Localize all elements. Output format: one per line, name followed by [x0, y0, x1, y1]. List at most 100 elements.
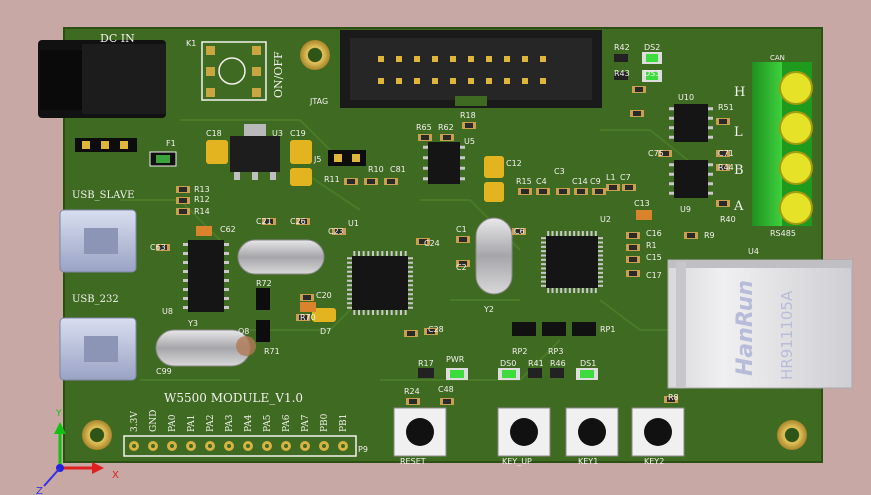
c28-label: C28 — [428, 325, 444, 334]
jtag-pin — [450, 56, 456, 62]
ceramic-cap — [636, 210, 652, 220]
ds1-label: DS1 — [580, 359, 596, 368]
c81-label: C81 — [390, 165, 406, 174]
r41-label: R41 — [528, 359, 544, 368]
jtag-pin — [486, 78, 492, 84]
usb-232-label: USB_232 — [72, 294, 119, 305]
c71-label: C71 — [718, 149, 734, 158]
c75-label: C75 — [648, 149, 664, 158]
header-pin-label: 3.3V — [130, 411, 140, 432]
dc-jack — [38, 40, 166, 118]
c12-label: C12 — [506, 159, 522, 168]
on-off-label: ON/OFF — [272, 51, 285, 98]
rs485-label: RS485 — [770, 229, 796, 238]
jtag-pin — [378, 56, 384, 62]
button-key1[interactable] — [565, 407, 619, 457]
regulator-u3 — [230, 124, 280, 180]
board-name-label: W5500 MODULE_V1.0 — [164, 391, 303, 405]
jtag-pin — [396, 78, 402, 84]
ceramic-cap — [300, 302, 316, 312]
usb-slave-label: USB_SLAVE — [72, 190, 134, 201]
button-reset[interactable] — [393, 407, 447, 457]
c20-label: C20 — [316, 291, 332, 300]
fiducial — [236, 336, 256, 356]
f1-label: F1 — [166, 139, 176, 148]
ds2-label: DS2 — [644, 43, 660, 52]
c1-label: C1 — [456, 225, 467, 234]
dc-in-label: DC IN — [100, 32, 135, 45]
l-label: L — [734, 125, 743, 140]
power-switch — [201, 41, 267, 101]
u9-label: U9 — [680, 205, 691, 214]
q8-label: Q8 — [238, 327, 249, 336]
jtag-pin — [486, 56, 492, 62]
c7-label: C7 — [620, 173, 631, 182]
jtag-pin — [450, 78, 456, 84]
rp2-label: RP2 — [512, 347, 527, 356]
transistors — [256, 288, 270, 342]
c17-label: C17 — [646, 271, 662, 280]
jtag-pin — [468, 56, 474, 62]
ds3-label: DS3 — [644, 69, 660, 78]
y3-label: Y3 — [187, 319, 198, 328]
jtag-pin — [504, 78, 510, 84]
rp3-label: RP3 — [548, 347, 563, 356]
r1-label: R1 — [646, 241, 657, 250]
r24-label: R24 — [404, 387, 420, 396]
header-pin-label: PA0 — [168, 414, 178, 432]
jtag-pin — [414, 78, 420, 84]
r10-label: R10 — [368, 165, 384, 174]
jtag-label: JTAG — [309, 97, 328, 106]
r11-label: R11 — [324, 175, 340, 184]
header-pin-label: PB1 — [339, 414, 349, 432]
jtag-pin — [432, 56, 438, 62]
u4-label: U4 — [748, 247, 759, 256]
c16-label: C16 — [646, 229, 662, 238]
jtag-pin — [540, 56, 546, 62]
h-label: H — [734, 85, 745, 100]
can-label: CAN — [770, 54, 785, 62]
r8-label: R8 — [668, 393, 679, 402]
button-key1-label: KEY1 — [578, 457, 598, 466]
u2-label: U2 — [600, 215, 611, 224]
u3-label: U3 — [272, 129, 283, 138]
b-label: B — [734, 163, 744, 178]
c63-label: C63 — [150, 243, 166, 252]
r18-label: R18 — [460, 111, 476, 120]
header-pin-label: PA2 — [206, 415, 216, 432]
c2-label: C2 — [456, 263, 467, 272]
r46-label: R46 — [550, 359, 566, 368]
button-key2[interactable] — [631, 407, 685, 457]
c19-label: C19 — [290, 129, 306, 138]
c21-label: C21 — [256, 217, 272, 226]
hr-part-label: HR911105A — [778, 290, 796, 380]
c3-label: C3 — [554, 167, 565, 176]
axis-z-label: Z — [36, 486, 43, 495]
r72-label: R72 — [256, 279, 272, 288]
jtag-pin — [396, 56, 402, 62]
header-pin-label: GND — [149, 410, 159, 432]
jtag-pin — [468, 78, 474, 84]
crystals — [155, 217, 513, 367]
r12-label: R12 — [194, 195, 210, 204]
j5-label: J5 — [313, 155, 321, 164]
button-key-up[interactable] — [497, 407, 551, 457]
jtag-pin — [432, 78, 438, 84]
jtag-pin — [414, 56, 420, 62]
jtag-pin — [540, 78, 546, 84]
r40-label: R40 — [720, 215, 736, 224]
usb-connectors — [59, 209, 137, 381]
c26-label: C26 — [290, 217, 306, 226]
jtag-pin — [504, 56, 510, 62]
axis-x-label: X — [112, 470, 119, 481]
r17-label: R17 — [418, 359, 434, 368]
c13-label: C13 — [634, 199, 650, 208]
c23-label: C23 — [328, 227, 344, 236]
c4-label: C4 — [536, 177, 547, 186]
push-buttons — [393, 407, 685, 457]
header-pin-label: PA6 — [282, 414, 292, 432]
pwr-label: PWR — [446, 355, 465, 364]
status-leds-top — [614, 52, 662, 82]
ceramic-cap — [196, 226, 212, 236]
r70-label: R70 — [300, 313, 316, 322]
